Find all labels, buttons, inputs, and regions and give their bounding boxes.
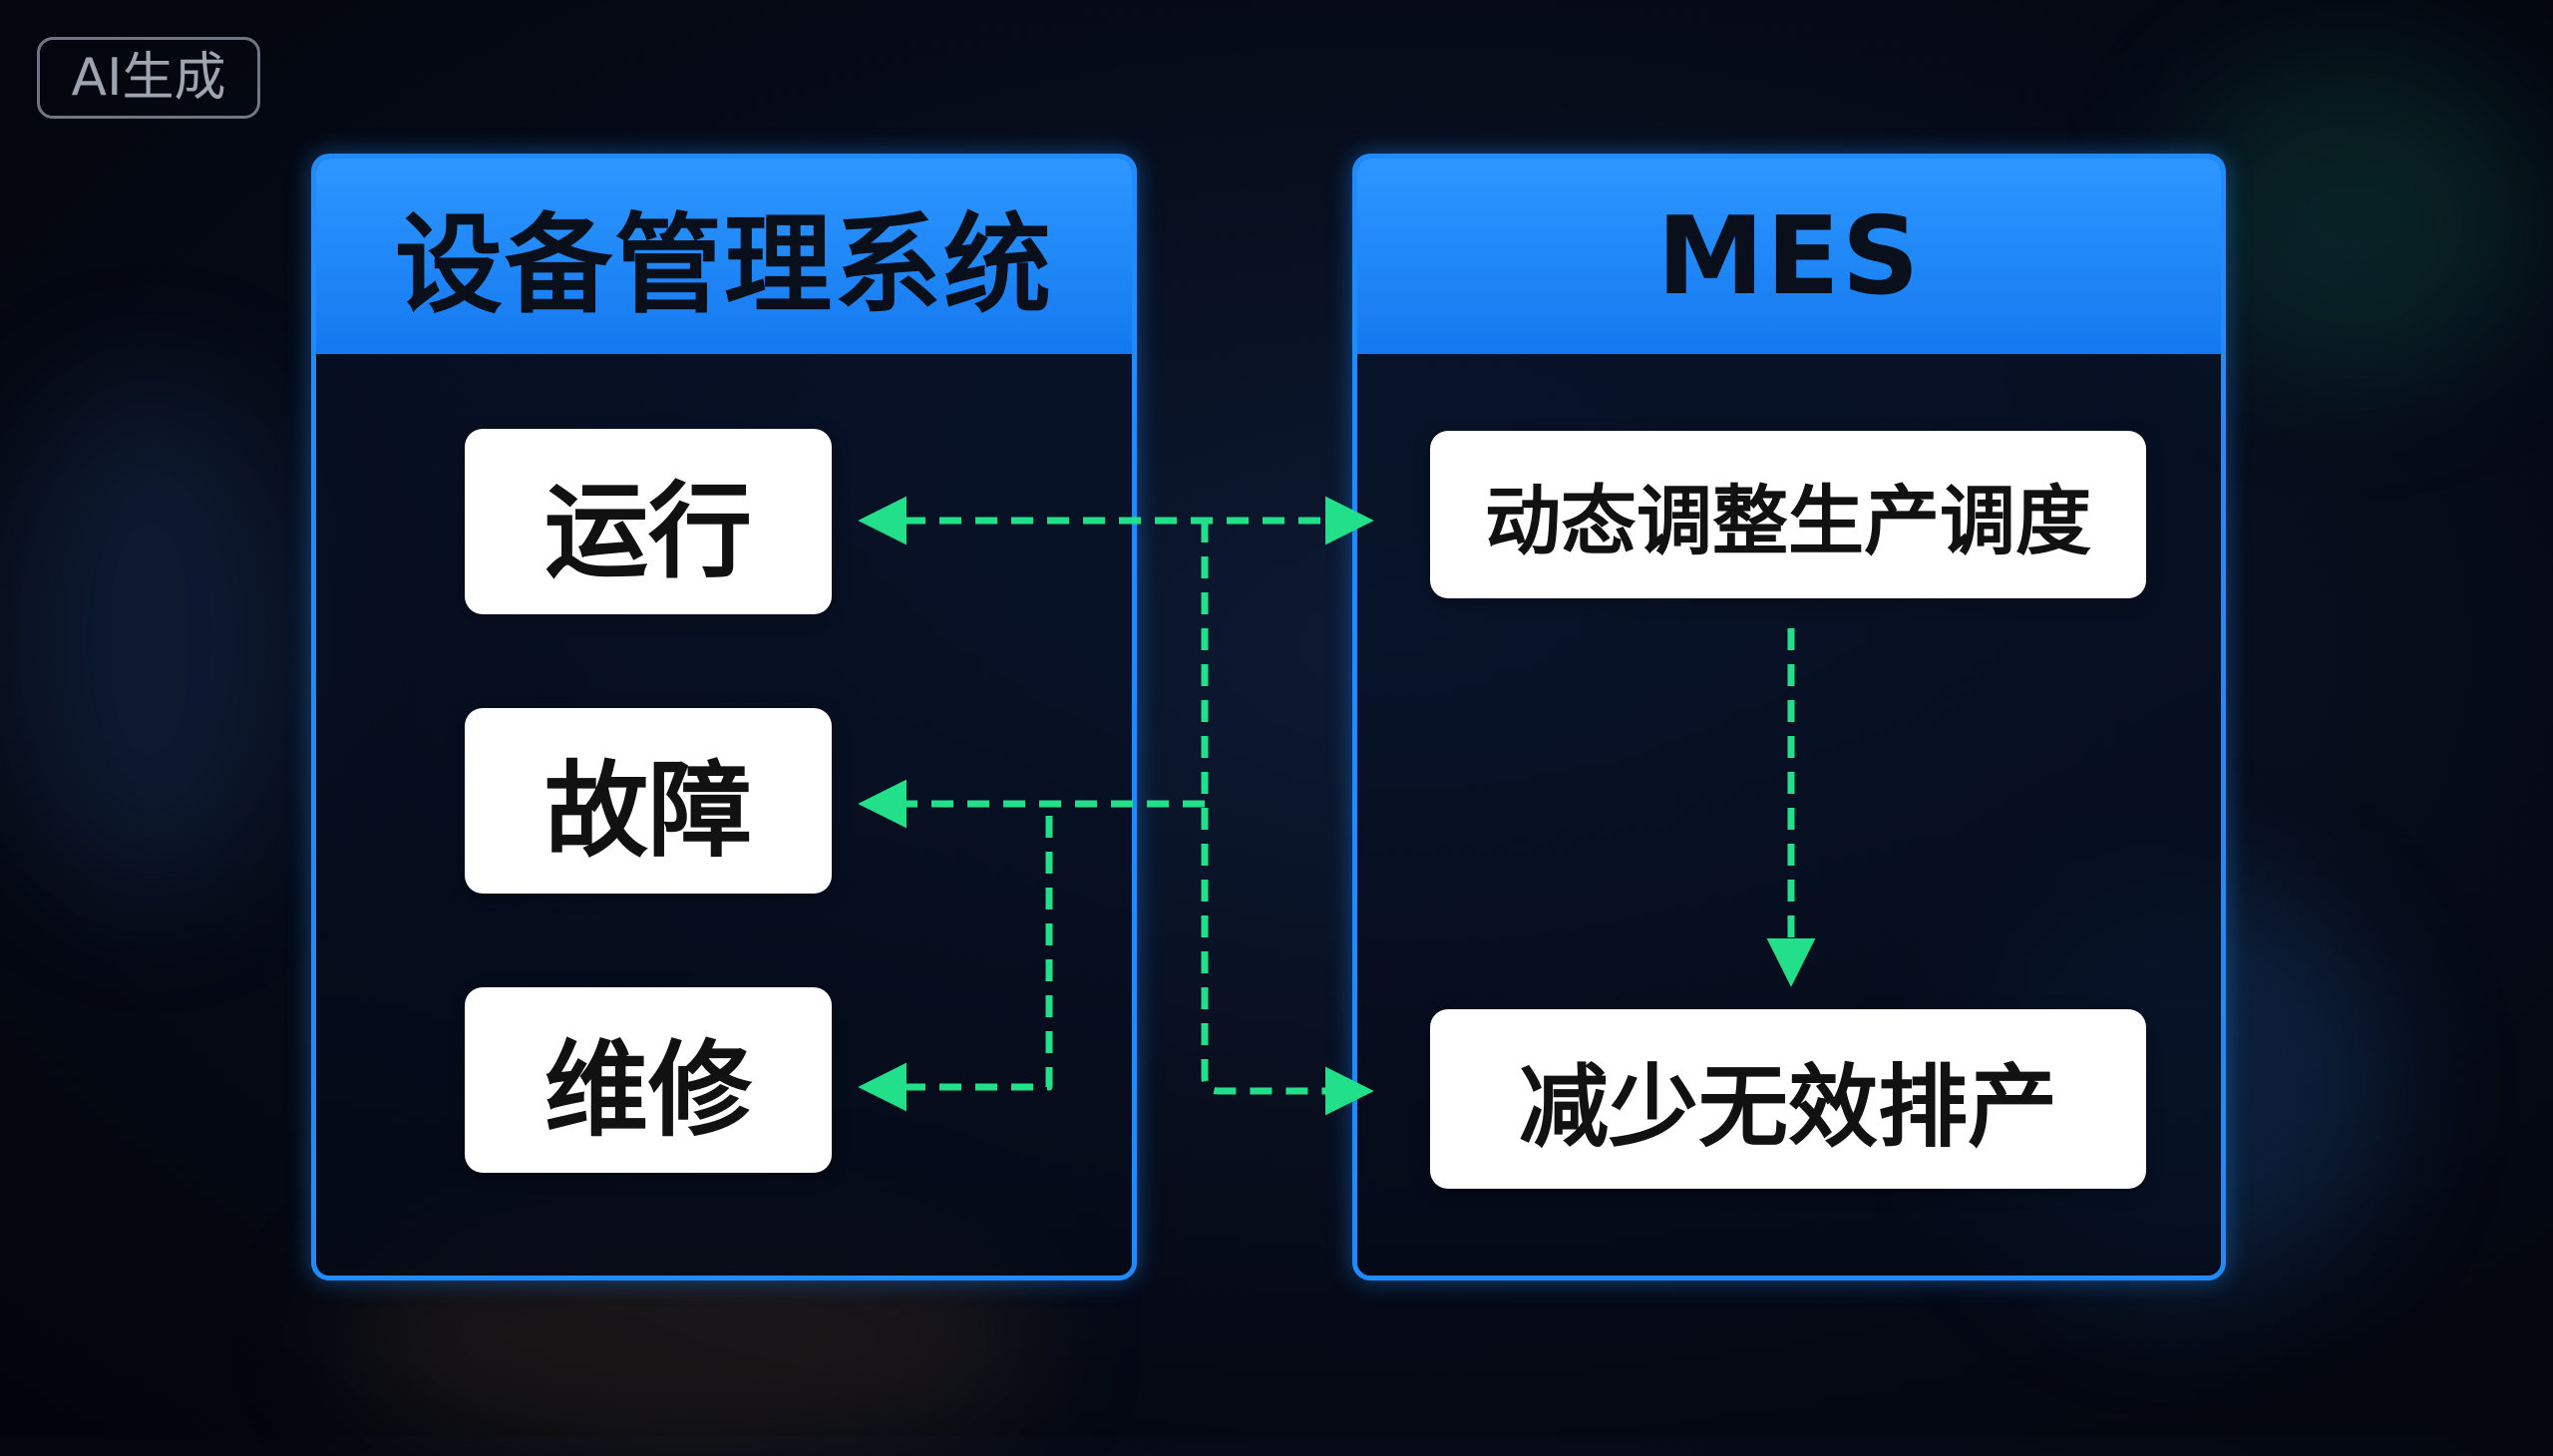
mes-title: MES: [1357, 159, 2221, 354]
node-maintenance: 维修: [465, 987, 832, 1173]
equipment-management-title: 设备管理系统: [316, 159, 1132, 354]
arrow-maintenance-link: [858, 804, 1053, 1112]
node-running: 运行: [465, 429, 832, 614]
arrow-running-branch: [1201, 521, 1374, 1116]
node-dynamic-scheduling: 动态调整生产调度: [1430, 431, 2146, 598]
node-fault: 故障: [465, 708, 832, 894]
ai-generated-watermark: AI生成: [37, 37, 260, 119]
node-reduce-invalid-scheduling: 减少无效排产: [1430, 1009, 2146, 1189]
